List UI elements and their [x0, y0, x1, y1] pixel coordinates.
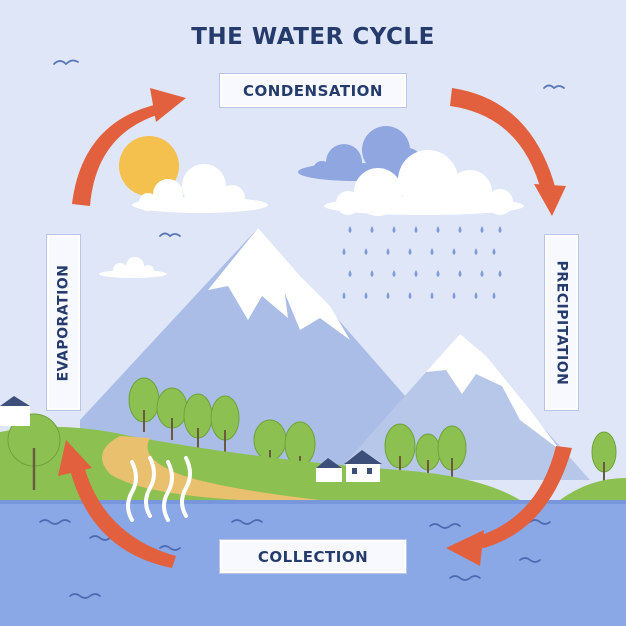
stage-label-condensation: CONDENSATION	[219, 73, 407, 108]
stage-label-text: COLLECTION	[257, 547, 369, 566]
raindrop-icon	[342, 226, 502, 299]
cloud-icon	[324, 150, 524, 216]
wave-icon	[39, 519, 551, 599]
stage-label-text: CONDENSATION	[243, 81, 383, 100]
cloud-icon	[132, 164, 268, 213]
path	[102, 436, 320, 500]
page-title: THE WATER CYCLE	[191, 24, 435, 50]
stage-label-text: PRECIPITATION	[553, 260, 570, 385]
bird-icon	[53, 59, 565, 238]
cycle-arrow-icon	[72, 88, 186, 206]
stage-label-collection: COLLECTION	[219, 539, 407, 574]
stage-label-evaporation: EVAPORATION	[46, 234, 81, 411]
cloud-icon	[99, 257, 167, 278]
cycle-arrow-icon	[446, 446, 572, 566]
house-icon	[0, 396, 382, 482]
stage-label-text: EVAPORATION	[55, 264, 72, 381]
steam-icon	[126, 456, 192, 522]
tree-icon	[7, 413, 61, 490]
grass-hill	[560, 478, 626, 500]
cycle-arrow-icon	[58, 440, 176, 568]
stage-label-precipitation: PRECIPITATION	[544, 234, 579, 411]
cycle-arrow-icon	[450, 88, 566, 216]
